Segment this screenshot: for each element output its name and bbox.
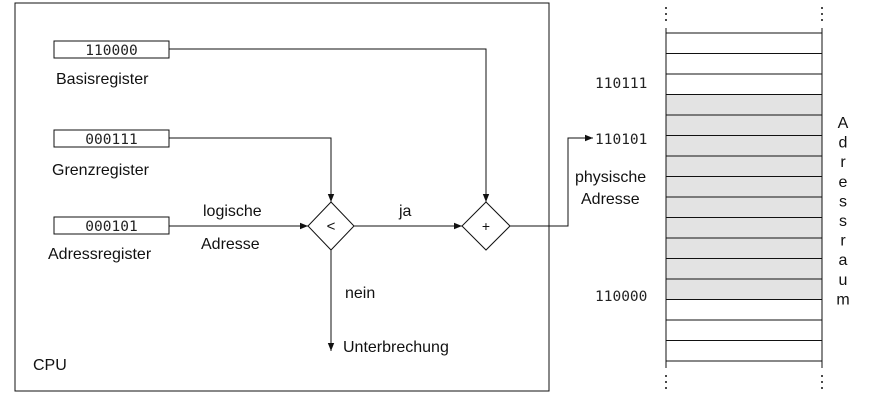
arrow-basis-to-adder xyxy=(169,48,490,202)
address-space-letter: s xyxy=(839,193,847,210)
compare-no-label: nein xyxy=(345,285,375,302)
memory-address-base: 110000 xyxy=(595,289,647,305)
memory-cell xyxy=(665,155,823,177)
memory-address-pointed: 110101 xyxy=(595,132,647,148)
memory-cell xyxy=(665,73,823,95)
adress-register-label: Adressregister xyxy=(48,246,152,263)
memory-cell xyxy=(665,32,823,54)
compare-symbol: < xyxy=(327,218,336,235)
adder-diamond xyxy=(461,201,511,251)
interrupt-label: Unterbrechung xyxy=(343,339,449,356)
memory-stack xyxy=(665,28,823,368)
memory-cell xyxy=(665,196,823,218)
address-space-letter: s xyxy=(839,213,847,230)
memory-cell xyxy=(665,319,823,341)
address-space-letter: a xyxy=(839,252,848,269)
memory-cell xyxy=(665,299,823,321)
arrow-grenz-to-compare xyxy=(169,137,335,202)
memory-cell xyxy=(665,135,823,157)
adder-symbol: + xyxy=(482,218,490,234)
memory-cell xyxy=(665,176,823,198)
logical-address-label-line2: Adresse xyxy=(201,236,260,253)
adress-register-value: 000101 xyxy=(85,219,137,235)
memory-cell xyxy=(665,114,823,136)
physical-address-label-line1: physische xyxy=(575,169,646,186)
arrow-adder-to-memory xyxy=(510,134,593,227)
memory-cell xyxy=(665,217,823,239)
basis-register-label: Basisregister xyxy=(56,71,149,88)
address-space-letter: u xyxy=(839,272,848,289)
grenz-register-label: Grenzregister xyxy=(52,162,150,179)
address-space-letter: r xyxy=(840,154,846,171)
memory-cell xyxy=(665,340,823,362)
physical-address-label-line2: Adresse xyxy=(581,191,640,208)
memory-cell xyxy=(665,53,823,75)
memory-cell xyxy=(665,258,823,280)
cpu-label: CPU xyxy=(33,357,67,374)
address-space-letter: d xyxy=(839,135,848,152)
compare-yes-label: ja xyxy=(398,203,412,220)
memory-continuation-dots xyxy=(665,7,823,389)
basis-register-value: 110000 xyxy=(85,43,137,59)
address-space-letter: A xyxy=(838,115,849,132)
address-space-letter: r xyxy=(840,233,846,250)
grenz-register-value: 000111 xyxy=(85,132,137,148)
memory-cell xyxy=(665,278,823,300)
address-space-letter: e xyxy=(839,174,848,191)
memory-cell xyxy=(665,237,823,259)
cpu-frame xyxy=(14,2,550,392)
memory-address-top: 110111 xyxy=(595,76,647,92)
logical-address-label-line1: logische xyxy=(203,203,262,220)
memory-cell xyxy=(665,94,823,116)
address-space-letter: m xyxy=(836,291,849,308)
